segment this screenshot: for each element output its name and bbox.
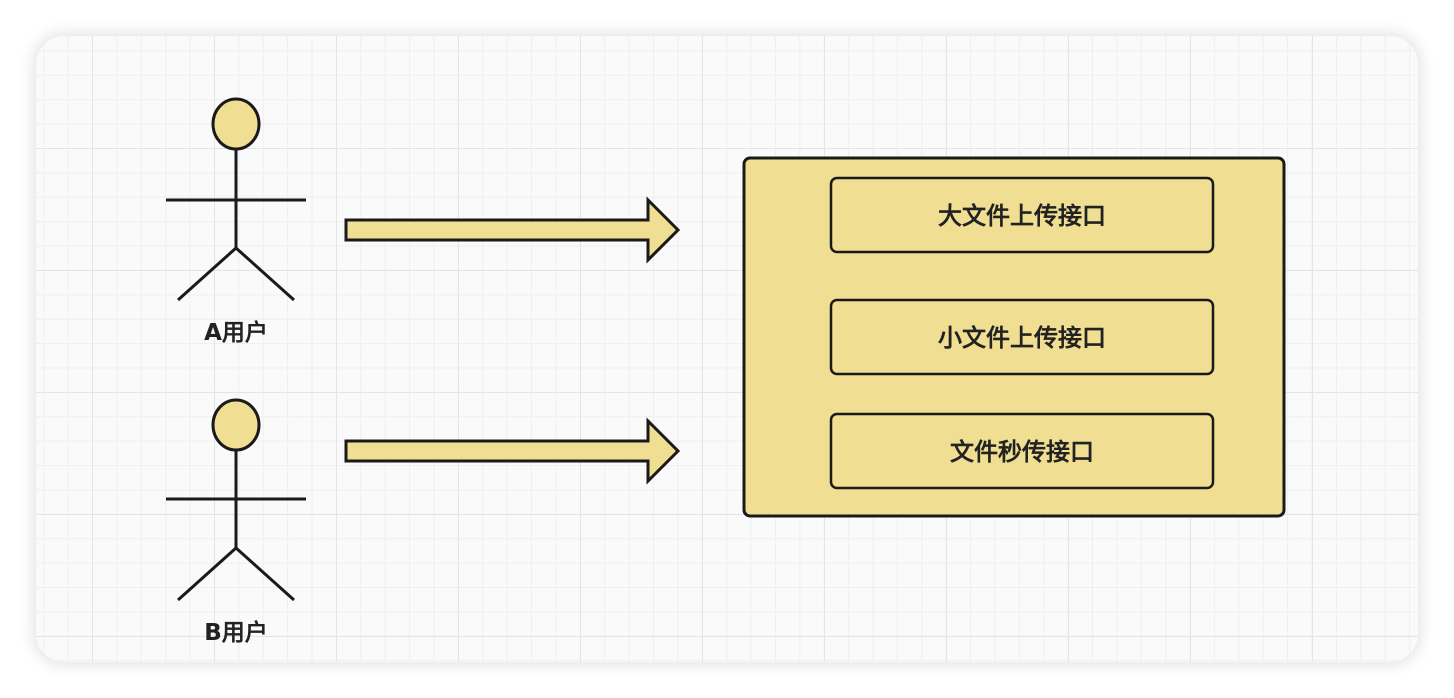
- interface-large-file-upload-box: [829, 176, 1215, 254]
- interface-small-file-upload-label: 小文件上传接口: [938, 324, 1106, 352]
- actor-b-left-leg: [176, 546, 238, 602]
- actor-b-right-leg: [234, 546, 296, 602]
- interface-instant-upload-label: 文件秒传接口: [950, 438, 1094, 466]
- arrow-b-to-service[interactable]: [344, 417, 681, 485]
- actor-b-label: B用户: [204, 619, 268, 646]
- arrow-a-to-service[interactable]: [344, 196, 681, 264]
- actor-a-left-leg: [176, 246, 238, 302]
- diagram-svg: A用户 B用户 大文件上传接口 小文件上传接口: [166, 97, 1286, 646]
- interface-instant-upload-box: [829, 412, 1215, 490]
- interface-large-file-upload-label: 大文件上传接口: [938, 202, 1106, 230]
- actor-a-label: A用户: [204, 319, 268, 346]
- actor-a-right-leg: [234, 246, 296, 302]
- actor-b[interactable]: B用户: [166, 398, 306, 646]
- interface-small-file-upload-box: [829, 298, 1215, 376]
- interface-instant-upload[interactable]: 文件秒传接口: [829, 412, 1215, 490]
- actor-b-head: [211, 398, 261, 452]
- interface-small-file-upload[interactable]: 小文件上传接口: [829, 298, 1215, 376]
- actor-a-head: [211, 97, 261, 151]
- diagram-canvas: A用户 B用户 大文件上传接口 小文件上传接口: [36, 36, 1418, 662]
- interface-large-file-upload[interactable]: 大文件上传接口: [829, 176, 1215, 254]
- actor-a[interactable]: A用户: [166, 97, 306, 346]
